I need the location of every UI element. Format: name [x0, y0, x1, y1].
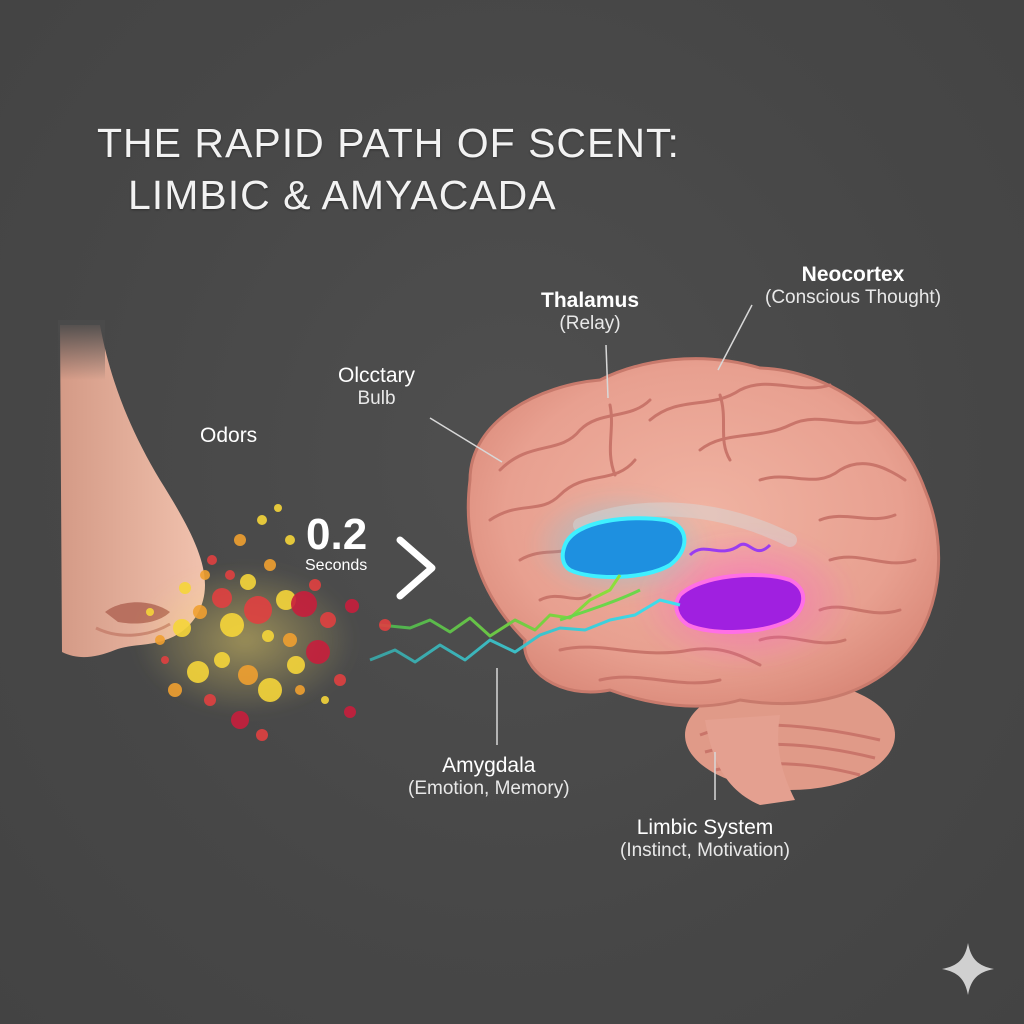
odor-particle	[173, 619, 191, 637]
odor-particle	[306, 640, 330, 664]
odor-particle	[225, 570, 235, 580]
thalamus-label-name: Thalamus	[541, 289, 640, 312]
odor-particle	[187, 661, 209, 683]
odor-particle	[321, 696, 329, 704]
scent-pathway	[369, 574, 681, 664]
amygdala-structure	[674, 542, 806, 634]
odor-particle	[193, 605, 207, 619]
olfactory-label-sub: Bulb	[357, 388, 396, 410]
odors-label: Odors	[200, 423, 257, 448]
odor-particle	[155, 635, 165, 645]
odor-particle	[231, 711, 249, 729]
odor-particle	[258, 678, 282, 702]
odor-particle	[204, 694, 216, 706]
thalamus-label-sub: (Relay)	[559, 313, 621, 335]
odors-label-text: Odors	[200, 424, 258, 447]
odor-particle	[207, 555, 217, 565]
neocortex-label-name: Neocortex	[801, 263, 905, 286]
thalamus-structure	[560, 516, 687, 579]
amygdala-label-sub: (Emotion, Memory)	[408, 778, 570, 800]
timing-unit: Seconds	[305, 557, 368, 574]
odor-particle	[344, 706, 356, 718]
odor-particle	[168, 683, 182, 697]
odor-particle	[295, 685, 305, 695]
odor-particle	[200, 570, 210, 580]
brain-illustration	[466, 357, 941, 805]
olfactory-label-name: Olcctary	[338, 364, 416, 387]
leader-lines	[429, 304, 753, 800]
odor-particle	[262, 630, 274, 642]
odor-particle	[276, 590, 296, 610]
odor-particle	[244, 596, 272, 624]
title-line-1: THE RAPID PATH OF SCENT:	[97, 120, 680, 166]
odor-particle	[291, 591, 317, 617]
odor-particle	[287, 656, 305, 674]
title-line-2: LIMBIC & AMYACADA	[128, 172, 557, 218]
odor-particle	[320, 612, 336, 628]
odor-particle	[214, 652, 230, 668]
odor-particle	[179, 582, 191, 594]
odor-particle	[257, 515, 267, 525]
odor-particle	[309, 579, 321, 591]
amygdala-label: Amygdala (Emotion, Memory)	[408, 753, 570, 801]
odor-particle	[274, 504, 282, 512]
odor-particle	[256, 729, 268, 741]
odor-particle	[161, 656, 169, 664]
odor-particle	[146, 608, 154, 616]
neocortex-label-sub: (Conscious Thought)	[765, 287, 942, 309]
odor-particles	[135, 504, 391, 741]
odor-particle	[264, 559, 276, 571]
amygdala-label-name: Amygdala	[442, 754, 536, 777]
odor-particle	[334, 674, 346, 686]
limbic-system-label: Limbic System (Instinct, Motivation)	[620, 815, 790, 863]
odor-particle	[240, 574, 256, 590]
odor-particle	[345, 599, 359, 613]
odor-particle	[283, 633, 297, 647]
odor-particle	[220, 613, 244, 637]
sparkle-icon	[942, 943, 994, 995]
chevron-right-icon	[396, 536, 436, 600]
odor-particle	[285, 535, 295, 545]
olfactory-bulb-label: Olcctary Bulb	[338, 363, 415, 411]
odor-particle	[212, 588, 232, 608]
odor-particle	[234, 534, 246, 546]
thalamus-label: Thalamus (Relay)	[541, 288, 639, 336]
odor-particle	[238, 665, 258, 685]
neocortex-label: Neocortex (Conscious Thought)	[765, 262, 941, 310]
timing-value: 0.2	[306, 510, 368, 559]
limbic-label-sub: (Instinct, Motivation)	[620, 840, 790, 862]
odor-particle	[379, 619, 391, 631]
limbic-label-name: Limbic System	[636, 816, 774, 839]
